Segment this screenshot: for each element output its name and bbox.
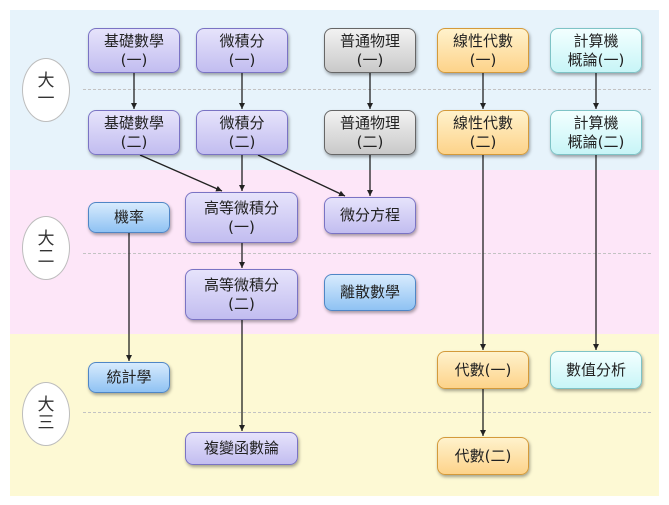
course-differential-equations[interactable]: 微分方程 <box>324 197 416 234</box>
year-label-top: 大 <box>37 229 55 249</box>
year-label-bottom: 三 <box>37 413 55 433</box>
course-linear-algebra-1[interactable]: 線性代數 (一) <box>437 28 529 73</box>
course-calculus-2[interactable]: 微積分 (二) <box>196 110 288 155</box>
course-statistics[interactable]: 統計學 <box>88 362 170 393</box>
year-1-label: 大 一 <box>22 58 70 122</box>
course-linear-algebra-2[interactable]: 線性代數 (二) <box>437 110 529 155</box>
semester-divider <box>83 253 651 254</box>
course-probability[interactable]: 機率 <box>88 202 170 233</box>
course-algebra-2[interactable]: 代數(二) <box>437 437 529 475</box>
year-label-bottom: 一 <box>37 89 55 109</box>
year-label-top: 大 <box>37 395 55 415</box>
course-physics-1[interactable]: 普通物理 (一) <box>324 28 416 73</box>
course-physics-2[interactable]: 普通物理 (二) <box>324 110 416 155</box>
course-discrete-math[interactable]: 離散數學 <box>324 274 416 311</box>
course-intro-cs-1[interactable]: 計算機 概論(一) <box>550 28 642 73</box>
course-basic-math-1[interactable]: 基礎數學 (一) <box>88 28 180 73</box>
course-basic-math-2[interactable]: 基礎數學 (二) <box>88 110 180 155</box>
year-2-label: 大 二 <box>22 216 70 280</box>
year-label-top: 大 <box>37 71 55 91</box>
course-algebra-1[interactable]: 代數(一) <box>437 351 529 389</box>
course-intro-cs-2[interactable]: 計算機 概論(二) <box>550 110 642 155</box>
course-advanced-calculus-1[interactable]: 高等微積分 (一) <box>185 192 298 243</box>
course-numerical-analysis[interactable]: 數值分析 <box>550 351 642 389</box>
course-advanced-calculus-2[interactable]: 高等微積分 (二) <box>185 269 298 320</box>
semester-divider <box>83 89 651 90</box>
year-3-label: 大 三 <box>22 382 70 446</box>
semester-divider <box>83 412 651 413</box>
year-label-bottom: 二 <box>37 247 55 267</box>
course-calculus-1[interactable]: 微積分 (一) <box>196 28 288 73</box>
course-complex-analysis[interactable]: 複變函數論 <box>185 432 298 465</box>
